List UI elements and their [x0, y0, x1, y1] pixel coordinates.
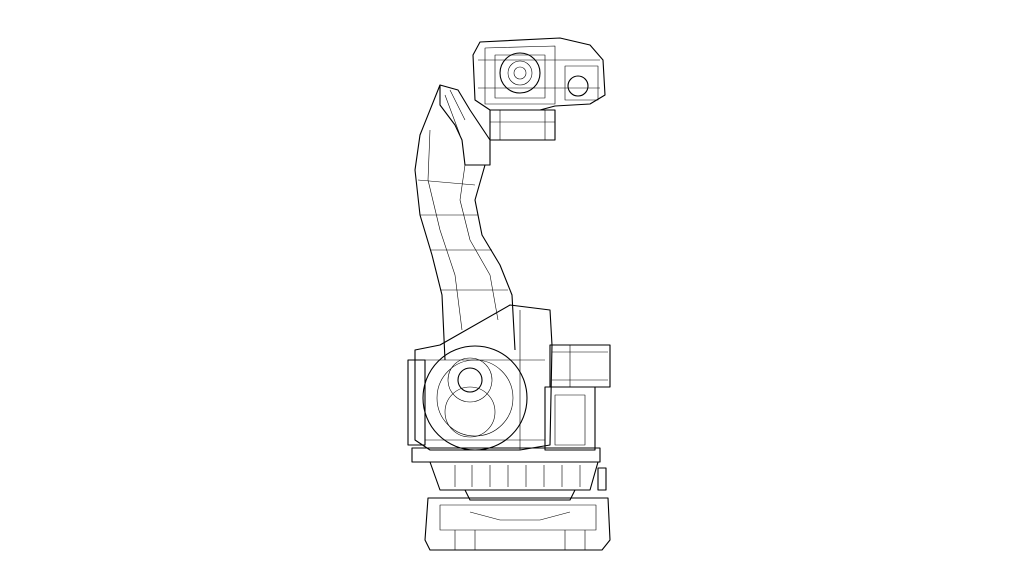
wrist-head — [472, 37, 606, 111]
forearm-block — [439, 84, 556, 166]
flange — [567, 75, 589, 97]
shoulder-joint-outer — [422, 345, 528, 451]
turntable — [411, 447, 607, 501]
wrist-joint-outer — [499, 52, 541, 94]
upper-arm — [414, 84, 516, 361]
base-plate — [424, 497, 611, 551]
shoulder-housing — [407, 304, 553, 451]
axis-motor — [544, 344, 611, 451]
